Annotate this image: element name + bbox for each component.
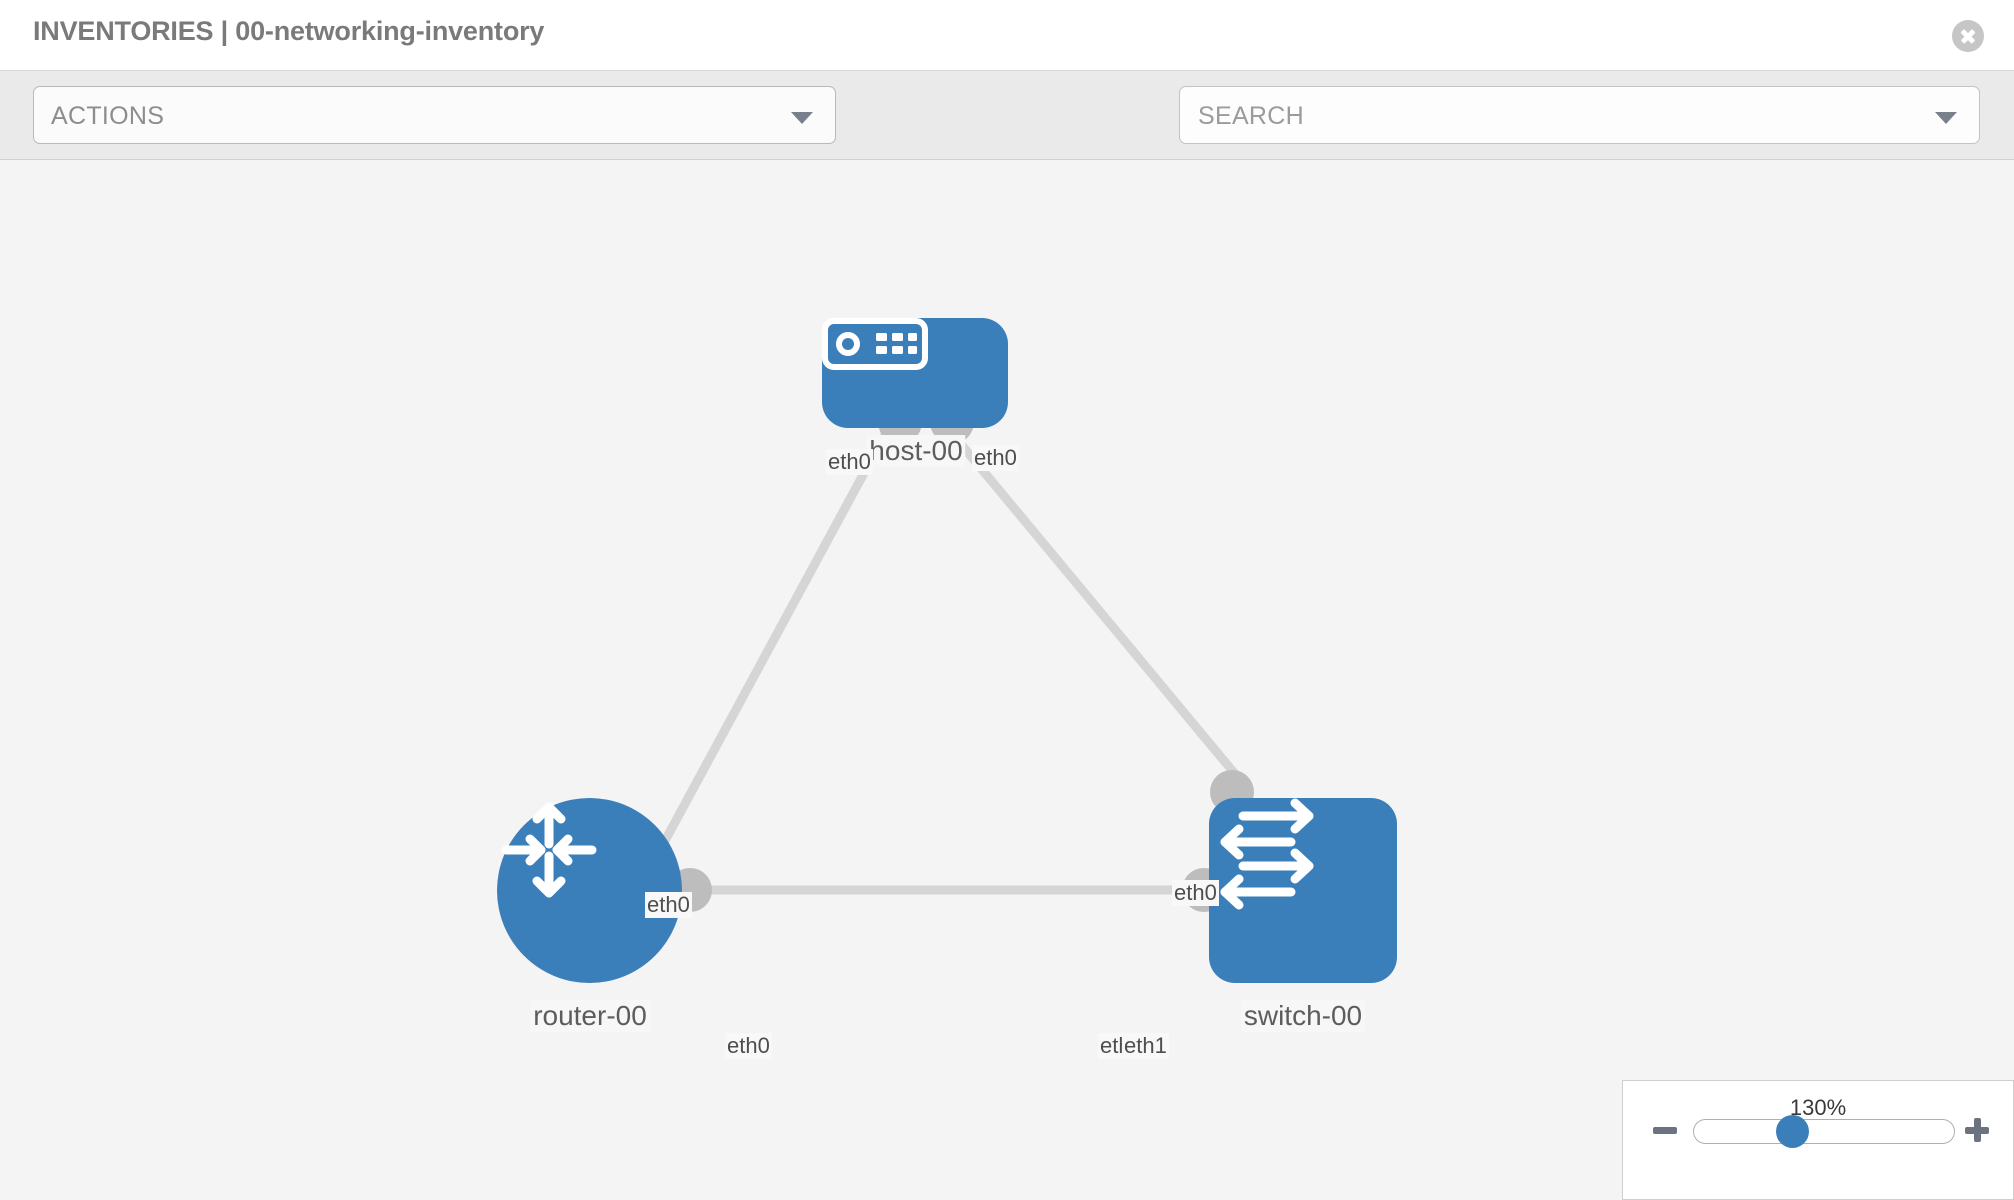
chevron-down-icon xyxy=(1935,112,1957,124)
node-switch-00-label: switch-00 xyxy=(1240,1000,1366,1032)
actions-dropdown[interactable]: ACTIONS xyxy=(33,86,836,144)
topology-canvas[interactable]: host-00 eth0 eth0 xyxy=(0,160,2014,1200)
iface-switch-left: eth1 xyxy=(1122,1033,1169,1059)
minus-icon[interactable] xyxy=(1653,1127,1677,1134)
node-switch-00-shape[interactable] xyxy=(1209,798,1397,983)
link-host-router[interactable] xyxy=(656,422,894,853)
page-header: INVENTORIES | 00-networking-inventory xyxy=(0,0,2014,70)
node-router-00-shape[interactable] xyxy=(497,798,682,983)
node-host-00[interactable] xyxy=(822,318,1008,428)
zoom-slider-thumb[interactable] xyxy=(1776,1115,1809,1148)
switch-arrows-icon xyxy=(1220,798,1314,910)
iface-switch-up: eth0 xyxy=(1172,880,1219,906)
iface-router-up: eth0 xyxy=(645,892,692,918)
iface-router-right: eth0 xyxy=(725,1033,772,1059)
node-host-00-label: host-00 xyxy=(866,435,966,467)
node-switch-00[interactable] xyxy=(1209,798,1397,983)
iface-host-left: eth0 xyxy=(826,449,873,475)
close-icon[interactable] xyxy=(1952,20,1984,52)
zoom-slider-track[interactable] xyxy=(1693,1119,1955,1144)
router-arrows-icon xyxy=(501,802,597,898)
search-placeholder: SEARCH xyxy=(1198,102,1304,130)
search-input[interactable]: SEARCH xyxy=(1179,86,1980,144)
zoom-level-value: 130% xyxy=(1789,1095,1847,1120)
plus-icon[interactable] xyxy=(1965,1118,1989,1142)
iface-host-right: eth0 xyxy=(972,445,1019,471)
node-router-00-label: router-00 xyxy=(530,1000,650,1032)
node-host-00-shape[interactable] xyxy=(822,318,1008,428)
link-host-switch[interactable] xyxy=(941,422,1244,783)
node-router-00[interactable] xyxy=(497,798,682,983)
topology-links xyxy=(656,422,1244,895)
chevron-down-icon xyxy=(791,112,813,124)
actions-dropdown-label: ACTIONS xyxy=(51,102,165,130)
toolbar: ACTIONS SEARCH xyxy=(0,70,2014,200)
server-icon xyxy=(822,318,928,370)
page-title: INVENTORIES | 00-networking-inventory xyxy=(33,16,545,46)
zoom-control-panel: 130% xyxy=(1622,1080,2014,1200)
